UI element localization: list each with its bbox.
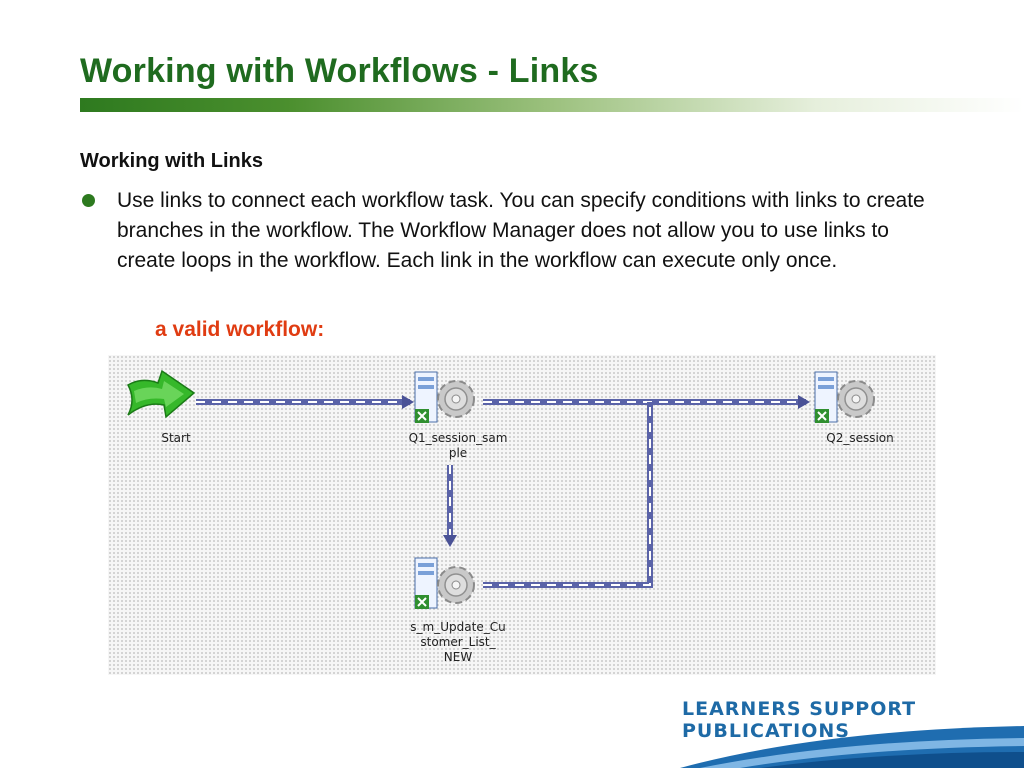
section-heading: Working with Links bbox=[80, 150, 263, 172]
q1-node-label: Q1_session_sam ple bbox=[390, 431, 526, 461]
publisher-logo-text: LEARNERS SUPPORT PUBLICATIONS bbox=[682, 698, 917, 742]
q2-session-node[interactable] bbox=[814, 371, 875, 423]
start-label-text: Start bbox=[161, 431, 191, 445]
title-divider bbox=[80, 98, 1024, 112]
bullet-icon bbox=[82, 194, 95, 207]
update-label-line-2: stomer_List_ bbox=[420, 635, 496, 649]
link-q1-to-update[interactable] bbox=[443, 465, 457, 547]
update-label-line-3: NEW bbox=[443, 650, 473, 664]
bullet-text: Use links to connect each workflow task.… bbox=[117, 189, 925, 272]
diagram-caption: a valid workflow: bbox=[155, 318, 325, 341]
session-task-icon bbox=[414, 371, 475, 423]
update-node-label: s_m_Update_Cu stomer_List_ NEW bbox=[390, 620, 526, 665]
slide-title: Working with Workflows - Links bbox=[80, 52, 599, 90]
session-task-icon bbox=[814, 371, 875, 423]
q2-node-label: Q2_session bbox=[808, 431, 912, 446]
update-label-line-1: s_m_Update_Cu bbox=[410, 620, 506, 634]
workflow-canvas bbox=[126, 369, 875, 609]
start-node[interactable] bbox=[126, 369, 196, 419]
link-update-to-q2[interactable] bbox=[483, 402, 653, 588]
update-session-node[interactable] bbox=[414, 557, 475, 609]
link-q1-to-q2[interactable] bbox=[483, 395, 810, 409]
start-arrow-icon bbox=[126, 369, 196, 419]
logo-swoosh-icon bbox=[680, 726, 1024, 768]
start-node-label: Start bbox=[148, 431, 204, 446]
q2-label-text: Q2_session bbox=[826, 431, 894, 445]
workflow-diagram: Start Q1_session_sam ple Q2_session s_m_… bbox=[108, 355, 936, 675]
link-start-to-q1[interactable] bbox=[196, 395, 414, 409]
q1-label-line-2: ple bbox=[448, 446, 468, 460]
q1-label-line-1: Q1_session_sam bbox=[408, 431, 508, 445]
q1-session-node[interactable] bbox=[414, 371, 475, 423]
session-task-icon bbox=[414, 557, 475, 609]
